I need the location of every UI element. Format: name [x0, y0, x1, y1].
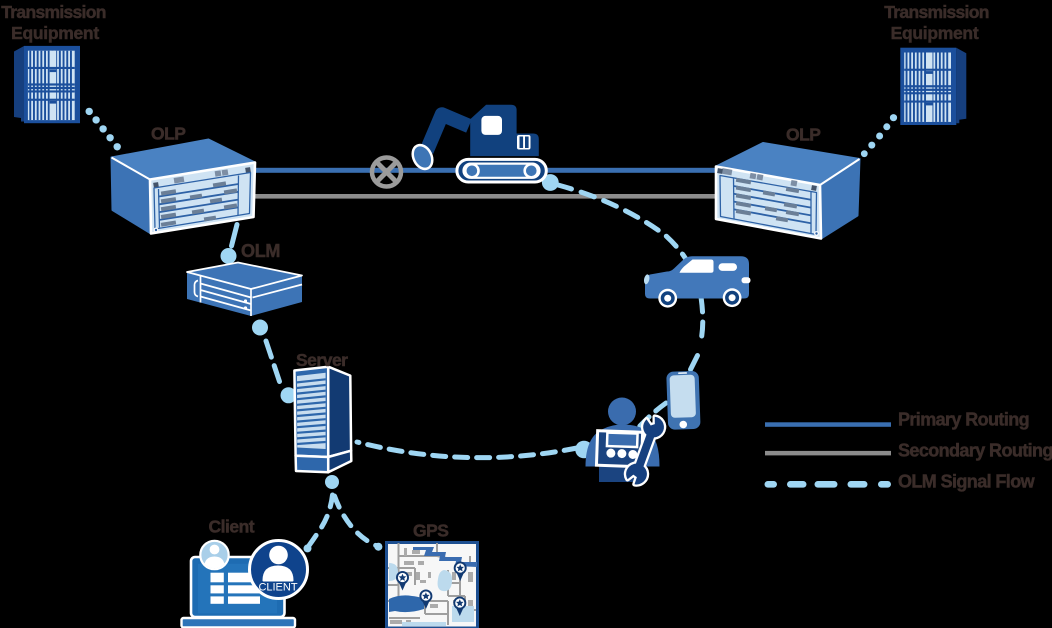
svg-text:OLP: OLP [151, 124, 186, 144]
svg-text:OLP: OLP [786, 125, 821, 145]
svg-text:Client: Client [209, 517, 255, 537]
svg-text:Primary Routing: Primary Routing [898, 410, 1029, 430]
svg-text:OLM Signal Flow: OLM Signal Flow [898, 472, 1036, 492]
svg-text:GPS: GPS [413, 521, 448, 541]
svg-text:Equipment: Equipment [891, 23, 979, 43]
svg-text:Server: Server [296, 350, 348, 370]
svg-text:Secondary Routing: Secondary Routing [898, 441, 1052, 461]
svg-text:CLIENT: CLIENT [258, 582, 297, 594]
svg-text:OLM: OLM [241, 241, 280, 261]
svg-text:Transmission: Transmission [1, 2, 105, 22]
svg-text:Equipment: Equipment [11, 23, 99, 43]
svg-text:Transmission: Transmission [884, 2, 988, 22]
